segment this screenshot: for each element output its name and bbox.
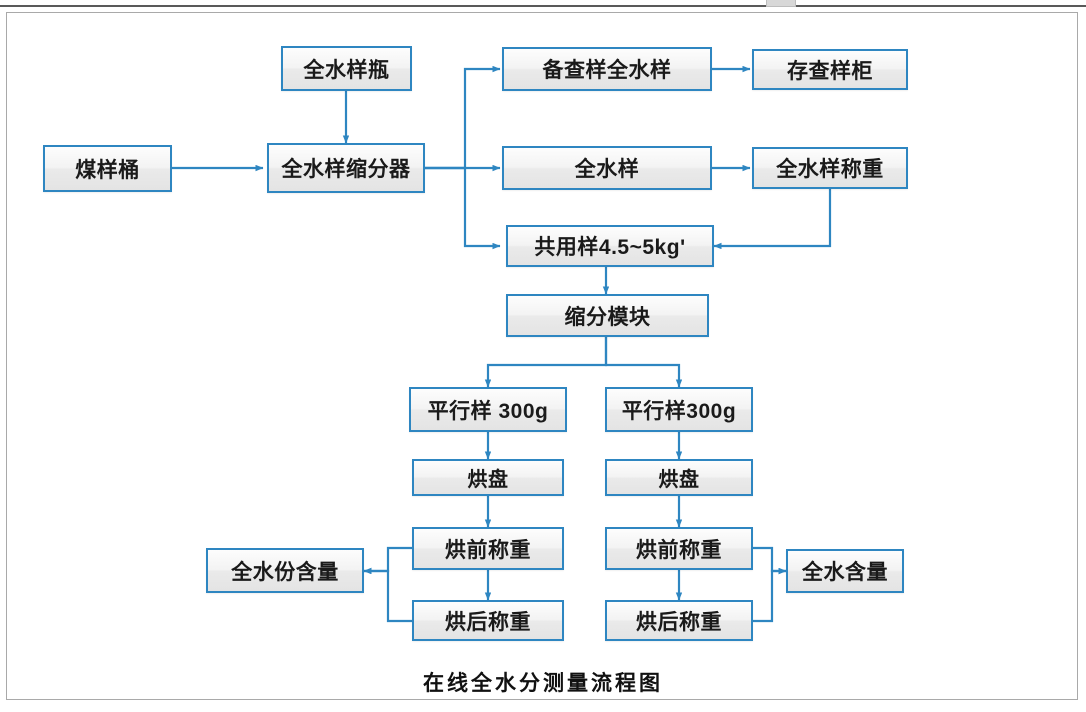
node-label: 全水份含量 — [231, 560, 339, 584]
node-coal-bucket[interactable]: 煤样桶 — [43, 145, 172, 192]
node-label: 烘后称重 — [636, 610, 722, 634]
node-pre-dry-weigh-left[interactable]: 烘前称重 — [412, 527, 564, 570]
node-pre-dry-weigh-right[interactable]: 烘前称重 — [605, 527, 753, 570]
edge-predry-right-to-moisture — [752, 546, 787, 575]
node-label: 烘前称重 — [445, 538, 531, 562]
node-storage-cabinet[interactable]: 存查样柜 — [752, 49, 908, 90]
node-parallel-left[interactable]: 平行样 300g — [409, 387, 567, 432]
node-label: 平行样 300g — [427, 399, 549, 423]
node-full-sample-bottle[interactable]: 全水样瓶 — [281, 46, 412, 91]
node-label: 全水样瓶 — [303, 58, 390, 82]
node-label: 缩分模块 — [564, 305, 651, 329]
node-label: 存查样柜 — [787, 59, 873, 83]
node-label: 烘盘 — [467, 469, 509, 491]
node-moisture-left[interactable]: 全水份含量 — [206, 548, 364, 593]
node-tray-right[interactable]: 烘盘 — [605, 459, 753, 496]
node-label: 烘盘 — [658, 469, 700, 491]
top-rule-divider — [0, 5, 1086, 7]
node-reduction-module[interactable]: 缩分模块 — [506, 294, 709, 337]
node-label: 全水样缩分器 — [281, 158, 411, 181]
edge-divider-to-reserve — [425, 65, 501, 170]
edge-module-to-parallel-right — [604, 337, 683, 388]
edge-postdry-right-to-moisture — [752, 567, 787, 623]
node-post-dry-weigh-left[interactable]: 烘后称重 — [412, 600, 564, 641]
node-tray-left[interactable]: 烘盘 — [412, 459, 564, 496]
node-label: 备查样全水样 — [542, 59, 672, 82]
node-label: 全水样 — [574, 158, 640, 181]
node-label: 烘前称重 — [636, 538, 722, 562]
edge-divider-to-shared — [425, 166, 501, 250]
node-label: 平行样300g — [621, 399, 737, 423]
node-shared-sample[interactable]: 共用样4.5~5kg' — [506, 225, 714, 267]
node-moisture-right[interactable]: 全水含量 — [786, 549, 904, 593]
edge-postdry-left-to-moisture — [363, 567, 412, 623]
node-reserve-sample[interactable]: 备查样全水样 — [502, 47, 712, 91]
node-parallel-right[interactable]: 平行样300g — [605, 387, 753, 432]
node-label: 烘后称重 — [445, 610, 531, 634]
node-label: 煤样桶 — [75, 158, 140, 182]
node-full-sample[interactable]: 全水样 — [502, 146, 712, 190]
node-post-dry-weigh-right[interactable]: 烘后称重 — [605, 600, 753, 641]
node-divider[interactable]: 全水样缩分器 — [267, 143, 425, 193]
edge-predry-left-to-moisture — [363, 546, 412, 575]
edge-weigh-to-shared — [713, 189, 832, 250]
scroll-nub[interactable] — [766, 0, 796, 7]
node-full-sample-weigh[interactable]: 全水样称重 — [752, 147, 908, 189]
diagram-caption: 在线全水分测量流程图 — [423, 670, 663, 695]
node-label: 全水样称重 — [776, 158, 884, 181]
node-label: 共用样4.5~5kg' — [534, 236, 686, 259]
node-label: 全水含量 — [802, 561, 888, 584]
edge-module-to-parallel-left — [484, 337, 608, 388]
